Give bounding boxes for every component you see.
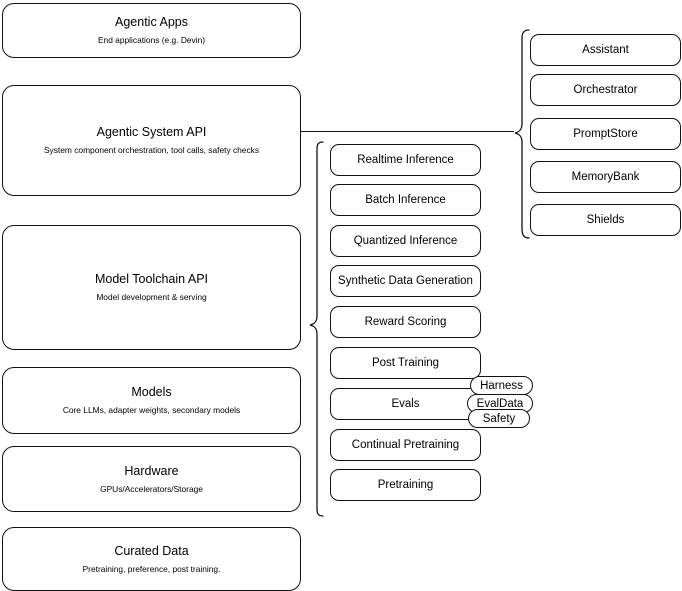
layer-title: Models [131,385,172,400]
component-orchestrator[interactable]: Orchestrator [530,74,681,106]
capability-label: Quantized Inference [353,234,458,247]
capability-batch-inference[interactable]: Batch Inference [330,184,481,216]
capability-evals[interactable]: Evals [330,388,481,420]
layer-agentic-system-api[interactable]: Agentic System API System component orch… [2,85,301,196]
layer-title: Model Toolchain API [94,272,209,287]
layer-subtitle: End applications (e.g. Devin) [97,35,206,46]
layer-title: Agentic Apps [115,15,188,30]
component-promptstore[interactable]: PromptStore [530,118,681,150]
layer-subtitle: GPUs/Accelerators/Storage [100,483,203,494]
layer-subtitle: Core LLMs, adapter weights, secondary mo… [62,405,241,416]
layer-curated-data[interactable]: Curated Data Pretraining, preference, po… [2,527,301,591]
layer-subtitle: Model development & serving [96,292,207,303]
eval-pill-safety[interactable]: Safety [468,409,530,428]
capability-label: Pretraining [377,478,434,491]
layer-title: Curated Data [114,543,189,558]
eval-pill-label: Safety [482,412,516,425]
layer-title: Agentic System API [96,125,207,140]
capability-label: Batch Inference [365,193,446,206]
capability-reward-scoring[interactable]: Reward Scoring [330,306,481,338]
capability-label: Realtime Inference [357,153,454,166]
layer-subtitle: System component orchestration, tool cal… [43,145,260,156]
component-label: PromptStore [573,127,638,140]
connector-agentic-system-api-to-components [301,131,514,132]
capability-realtime-inference[interactable]: Realtime Inference [330,144,481,176]
layer-agentic-apps[interactable]: Agentic Apps End applications (e.g. Devi… [2,3,301,58]
capability-pretraining[interactable]: Pretraining [330,469,481,501]
component-assistant[interactable]: Assistant [530,34,681,66]
brace-agentic-system-components [512,28,532,242]
layer-models[interactable]: Models Core LLMs, adapter weights, secon… [2,367,301,434]
layer-subtitle: Pretraining, preference, post training. [82,563,221,574]
capability-label: Reward Scoring [364,315,447,328]
component-shields[interactable]: Shields [530,204,681,236]
component-label: Shields [586,213,625,226]
layer-title: Hardware [124,463,179,478]
component-label: MemoryBank [571,170,640,183]
eval-pill-label: Harness [480,379,523,392]
capability-quantized-inference[interactable]: Quantized Inference [330,225,481,257]
capability-synthetic-data-generation[interactable]: Synthetic Data Generation [330,265,481,297]
capability-label: Synthetic Data Generation [338,274,473,287]
eval-pill-harness[interactable]: Harness [470,376,533,395]
component-label: Assistant [582,43,629,56]
component-memorybank[interactable]: MemoryBank [530,161,681,193]
capability-label: Post Training [371,356,440,369]
component-label: Orchestrator [573,83,638,96]
brace-model-toolchain [306,140,326,518]
capability-label: Evals [391,397,420,410]
layer-hardware[interactable]: Hardware GPUs/Accelerators/Storage [2,446,301,512]
capability-continual-pretraining[interactable]: Continual Pretraining [330,429,481,461]
capability-post-training[interactable]: Post Training [330,347,481,379]
layer-model-toolchain-api[interactable]: Model Toolchain API Model development & … [2,225,301,350]
capability-label: Continual Pretraining [351,438,460,451]
eval-pill-label: EvalData [476,397,524,410]
